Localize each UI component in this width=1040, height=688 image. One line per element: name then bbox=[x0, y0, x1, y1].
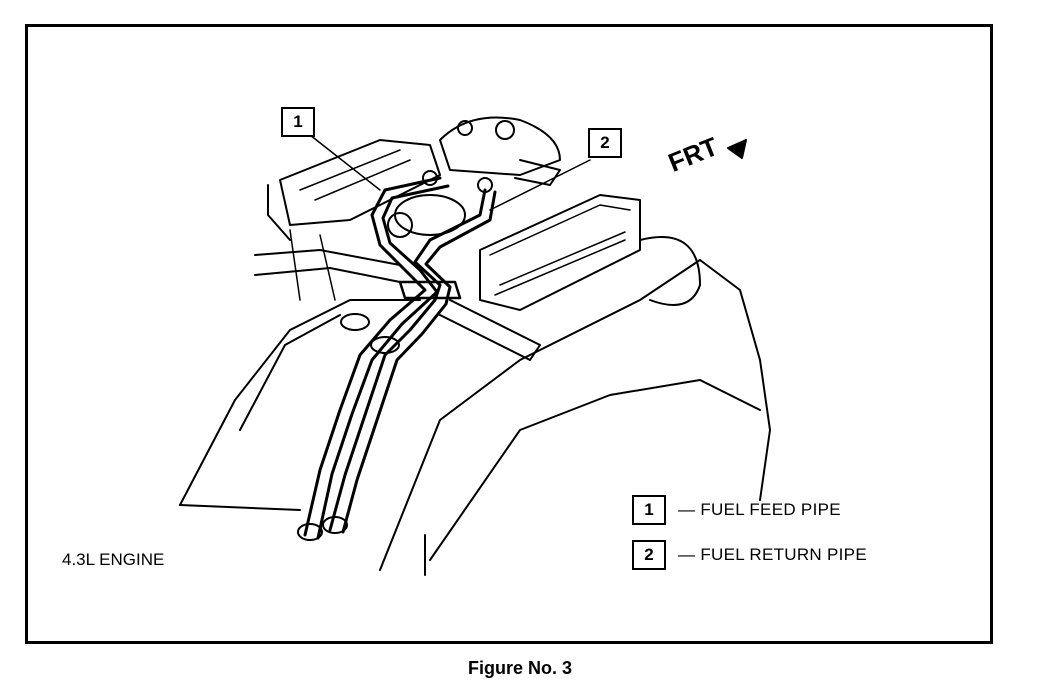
engine-bracket bbox=[439, 299, 541, 361]
wheel-well bbox=[639, 236, 701, 306]
engine-label: 4.3L ENGINE bbox=[62, 550, 165, 569]
fuel-feed-pipe bbox=[303, 176, 442, 537]
throttle-fitting bbox=[495, 120, 515, 140]
legend-row-2: 2 — FUEL RETURN PIPE bbox=[632, 540, 867, 570]
fuel-return-pipe bbox=[328, 188, 487, 532]
dipstick bbox=[267, 184, 291, 241]
valve-cover-ribs bbox=[299, 149, 411, 201]
pipe-end-2 bbox=[322, 516, 348, 534]
right-fender-edge bbox=[699, 259, 771, 501]
callout-2: 2 bbox=[588, 128, 622, 158]
callout-1-number: 1 bbox=[293, 112, 303, 131]
legend-row-1: 1 — FUEL FEED PIPE bbox=[632, 495, 841, 525]
throttle-fitting-small bbox=[457, 120, 473, 136]
callout-1: 1 bbox=[281, 107, 315, 137]
left-fender-lower bbox=[179, 504, 301, 511]
pipe-end-1 bbox=[297, 523, 323, 541]
hose-clamp-2 bbox=[370, 336, 400, 354]
engine-block-lines bbox=[289, 229, 336, 301]
legend-text-2: — FUEL RETURN PIPE bbox=[678, 545, 867, 564]
left-fender bbox=[179, 299, 421, 506]
throttle-bracket bbox=[514, 159, 561, 186]
left-fender-inner bbox=[239, 314, 341, 431]
left-hose bbox=[254, 249, 401, 266]
center-fitting bbox=[387, 212, 413, 238]
figure-frame bbox=[25, 24, 993, 644]
frt-arrow-icon bbox=[727, 139, 747, 159]
callout-1-leader bbox=[309, 134, 381, 191]
feed-fitting bbox=[422, 170, 438, 186]
figure-caption: Figure No. 3 bbox=[467, 658, 572, 678]
intake-plenum bbox=[479, 194, 641, 311]
intake-plenum-top bbox=[489, 204, 631, 256]
right-fender bbox=[379, 259, 701, 571]
legend-text-1: — FUEL FEED PIPE bbox=[678, 500, 841, 519]
throttle-body bbox=[439, 116, 561, 176]
intake-plenum-ribs bbox=[494, 231, 626, 296]
fuel-return-pipe-outer bbox=[341, 190, 497, 534]
valve-cover-left bbox=[279, 139, 441, 226]
legend-number-2: 2 bbox=[632, 540, 666, 570]
hose-clamp-1 bbox=[340, 313, 370, 331]
return-fitting bbox=[477, 177, 493, 193]
callout-2-number: 2 bbox=[600, 133, 610, 152]
pipe-clip bbox=[398, 280, 462, 300]
legend-number-1: 1 bbox=[632, 495, 666, 525]
left-hose-2 bbox=[254, 267, 401, 283]
right-fender-inner bbox=[429, 379, 761, 561]
callout-2-leader bbox=[489, 159, 591, 211]
